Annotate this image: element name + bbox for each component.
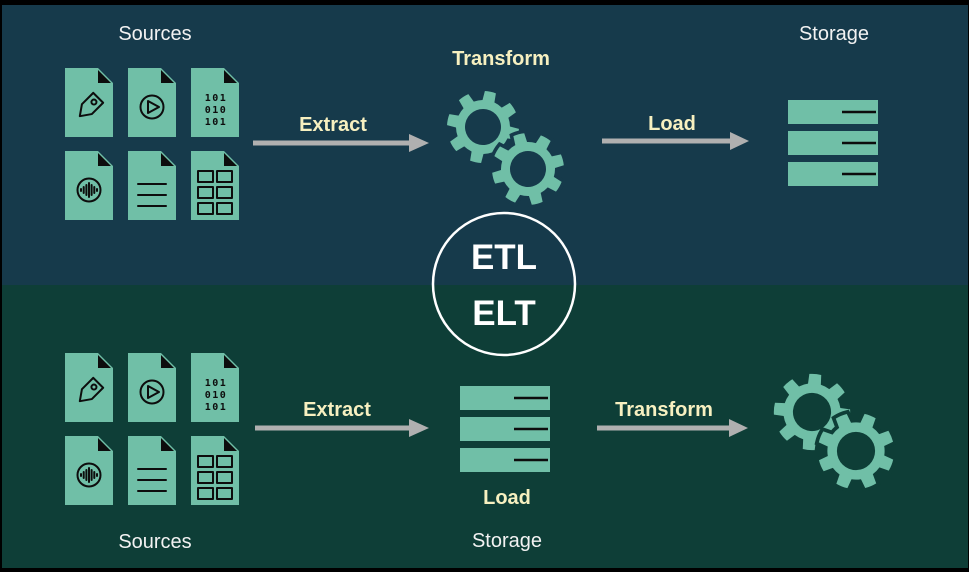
badge-elt-text: ELT — [472, 294, 536, 333]
text-lines-document-icon — [127, 150, 177, 221]
elt-row: Sources Extract Load Storage Transform — [64, 352, 906, 553]
etl-load-arrow — [602, 132, 749, 150]
storage-database-icon — [786, 98, 880, 188]
elt-extract-arrow — [255, 419, 429, 437]
video-document-icon — [127, 67, 177, 138]
table-document-icon — [190, 435, 240, 506]
audio-document-icon — [64, 150, 114, 221]
badge-circle — [431, 211, 577, 357]
elt-transform-arrow — [597, 419, 748, 437]
etl-storage-label: Storage — [799, 23, 869, 45]
etl-extract-arrow — [253, 134, 429, 152]
text-lines-document-icon — [127, 435, 177, 506]
badge-etl-text: ETL — [471, 238, 537, 277]
etl-load-label: Load — [648, 113, 696, 135]
elt-load-label: Load — [483, 487, 531, 509]
binary-document-icon — [191, 353, 239, 422]
table-document-icon — [190, 150, 240, 221]
elt-storage-label: Storage — [472, 530, 542, 552]
etl-sources-label: Sources — [118, 23, 191, 45]
etl-row: Sources Extract Transform Load Storage — [64, 23, 880, 221]
binary-document-icon — [191, 68, 239, 137]
audio-document-icon — [64, 435, 114, 506]
video-document-icon — [127, 352, 177, 423]
elt-sources-label: Sources — [118, 531, 191, 553]
etl-elt-badge: ETL ELT — [431, 211, 577, 357]
tag-document-icon — [64, 67, 114, 138]
tag-document-icon — [64, 352, 114, 423]
elt-extract-label: Extract — [303, 399, 371, 421]
storage-database-icon — [458, 384, 552, 474]
etl-extract-label: Extract — [299, 114, 367, 136]
elt-transform-label: Transform — [615, 399, 713, 421]
etl-transform-label: Transform — [452, 48, 550, 70]
